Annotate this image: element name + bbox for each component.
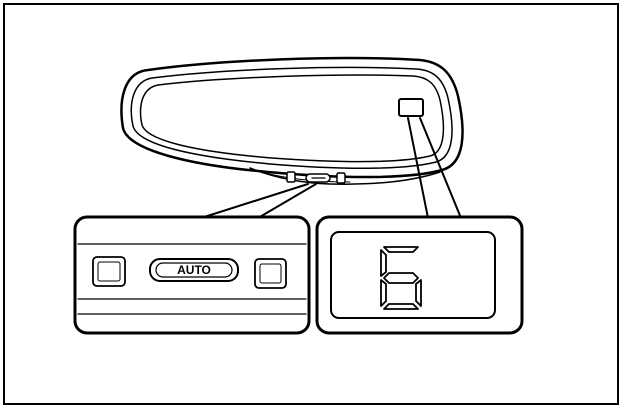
leader-line-buttons-right <box>257 183 317 219</box>
closeup-auto-button <box>149 258 239 282</box>
mirror-left-button <box>286 171 296 183</box>
mirror-lower-lip <box>249 167 441 185</box>
leader-line-display-left <box>407 117 429 219</box>
mirror-glass <box>139 74 445 163</box>
leader-line-display-right <box>419 117 462 219</box>
callout-leader-lines <box>200 117 462 219</box>
closeup-left-button <box>92 256 126 287</box>
mirror-compass-window <box>398 98 424 117</box>
display-closeup-callout: 6 <box>315 215 524 335</box>
leader-line-buttons-left <box>200 183 309 219</box>
buttons-closeup-callout: AUTO <box>73 215 311 335</box>
closeup-left-button-face <box>97 261 121 282</box>
mirror-right-button <box>336 172 346 184</box>
mirror-bezel <box>130 66 453 170</box>
auto-button-label: AUTO <box>177 263 211 277</box>
closeup-auto-button-face <box>155 262 233 278</box>
compass-display-digit <box>380 246 422 310</box>
illustration-frame <box>3 3 619 405</box>
closeup-right-button <box>254 258 287 289</box>
closeup-right-button-face <box>259 263 282 284</box>
